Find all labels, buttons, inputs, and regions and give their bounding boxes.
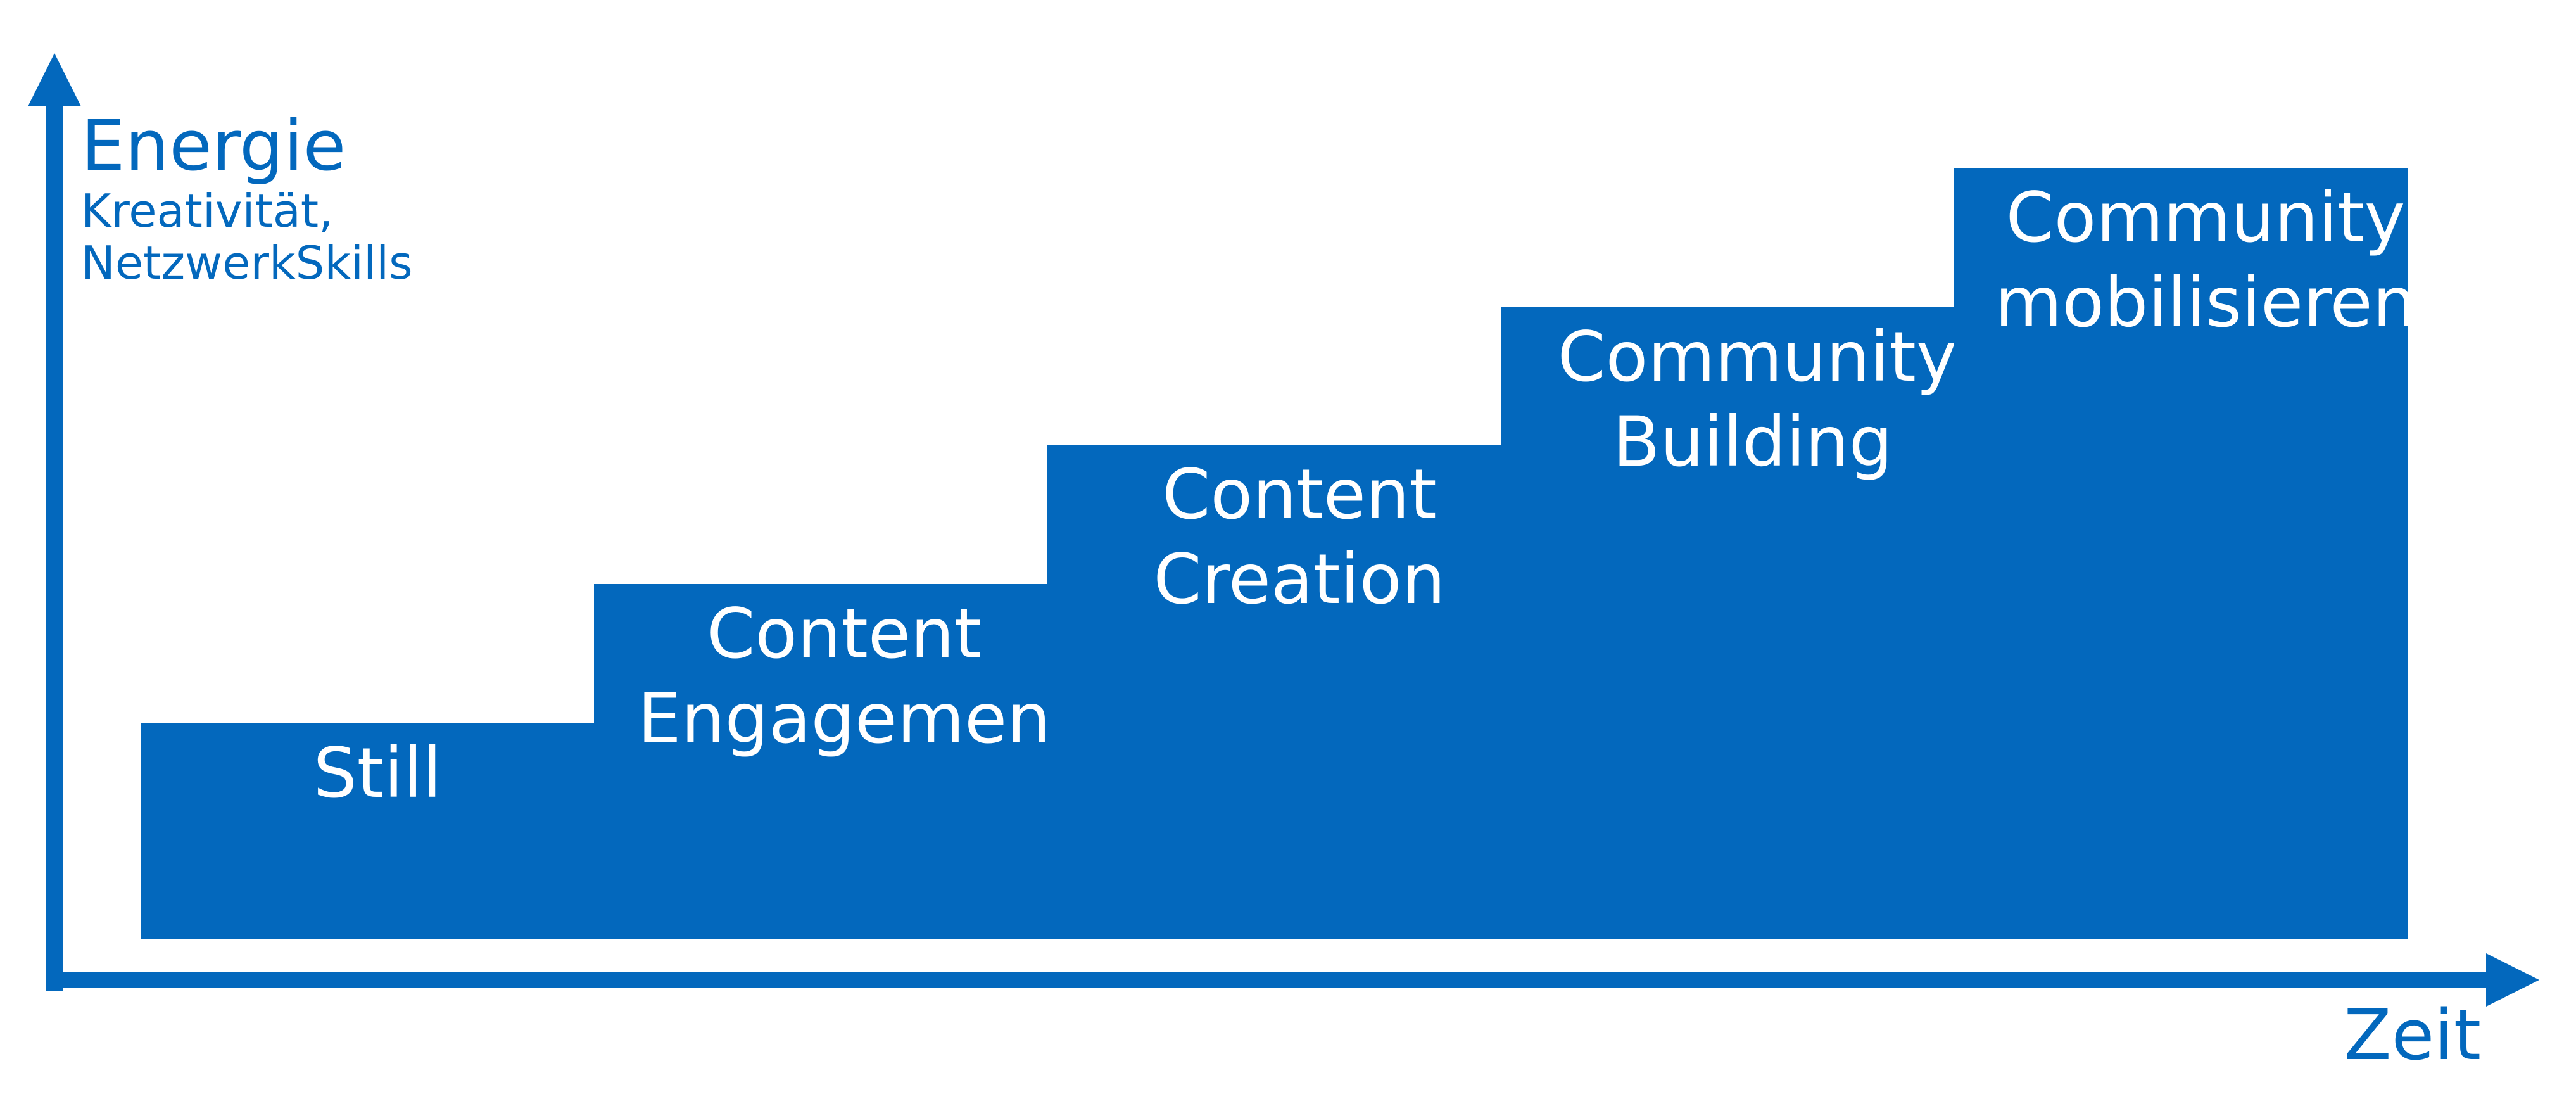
step-block-content-creation <box>1047 445 1502 939</box>
y-axis <box>28 53 81 991</box>
x-axis-line <box>46 972 2491 988</box>
step-label-content-creation-line1: Content <box>1162 454 1437 535</box>
step-block-community-building <box>1501 307 1955 939</box>
y-axis-subtitle-line1: Kreativität, <box>81 184 333 238</box>
step-label-content-engagement-line1: Content <box>707 594 982 674</box>
step-label-community-building-line2: Building <box>1613 402 1893 482</box>
step-label-community-mobilisieren-line2: mobilisieren <box>1995 262 2416 343</box>
x-axis <box>46 953 2539 1007</box>
step-block-content-engagement <box>594 584 1049 939</box>
y-axis-arrowhead <box>28 53 81 106</box>
y-axis-subtitle-line2: NetzwerkSkills <box>81 236 413 289</box>
step-block-community-mobilisieren <box>1954 168 2408 939</box>
staircase <box>141 168 2408 939</box>
y-axis-line <box>46 101 63 991</box>
step-label-community-building-line1: Community <box>1558 317 1957 397</box>
step-label-content-engagement-line2: Engagemen <box>638 678 1051 759</box>
step-block-still <box>141 723 595 939</box>
step-label-still: Still <box>313 733 442 813</box>
step-labels: Still Content Engagemen Content Creation… <box>313 177 2416 813</box>
x-axis-title: Zeit <box>2344 994 2481 1076</box>
y-axis-title: Energie <box>81 105 346 186</box>
step-label-content-creation-line2: Creation <box>1153 539 1445 619</box>
x-axis-arrowhead <box>2486 953 2539 1007</box>
step-label-community-mobilisieren-line1: Community <box>2006 177 2406 258</box>
